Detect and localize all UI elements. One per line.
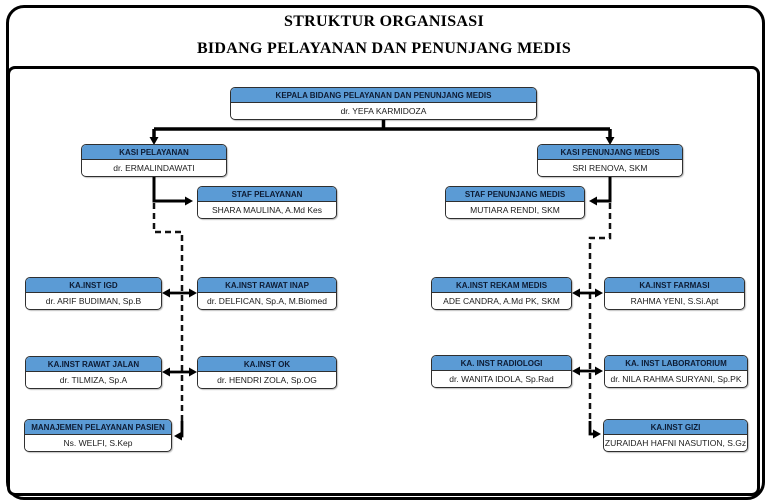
org-node-ka-inst-rekam-medis: KA.INST REKAM MEDIS ADE CANDRA, A.Md PK,… (431, 277, 572, 310)
node-person: dr. HENDRI ZOLA, Sp.OG (198, 372, 336, 387)
node-title: KA.INST RAWAT INAP (198, 278, 336, 293)
node-title: KA.INST REKAM MEDIS (432, 278, 571, 293)
node-title: STAF PELAYANAN (198, 187, 336, 202)
node-person: ZURAIDAH HAFNI NASUTION, S.Gz (604, 435, 747, 450)
node-title: KA. INST RADIOLOGI (432, 356, 571, 371)
org-node-staf-pelayanan: STAF PELAYANAN SHARA MAULINA, A.Md Kes (197, 186, 337, 219)
node-title: KA.INST FARMASI (605, 278, 744, 293)
node-person: ADE CANDRA, A.Md PK, SKM (432, 293, 571, 308)
page-title-line2: BIDANG PELAYANAN DAN PENUNJANG MEDIS (196, 40, 572, 57)
node-person: MUTIARA RENDI, SKM (446, 202, 584, 217)
node-person: Ns. WELFI, S.Kep (25, 435, 171, 450)
org-node-manajemen-pelayanan-pasien: MANAJEMEN PELAYANAN PASIEN Ns. WELFI, S.… (24, 419, 172, 452)
node-title: MANAJEMEN PELAYANAN PASIEN (25, 420, 171, 435)
node-person: SHARA MAULINA, A.Md Kes (198, 202, 336, 217)
org-node-kasi-pelayanan: KASI PELAYANAN dr. ERMALINDAWATI (81, 144, 227, 177)
node-title: KA. INST LABORATORIUM (605, 356, 747, 371)
org-node-ka-inst-gizi: KA.INST GIZI ZURAIDAH HAFNI NASUTION, S.… (603, 419, 748, 452)
org-node-ka-inst-rawat-jalan: KA.INST RAWAT JALAN dr. TILMIZA, Sp.A (25, 356, 162, 389)
org-node-ka-inst-igd: KA.INST IGD dr. ARIF BUDIMAN, Sp.B (25, 277, 162, 310)
node-title: KA.INST GIZI (604, 420, 747, 435)
page-title-line1: STRUKTUR ORGANISASI (284, 13, 484, 30)
node-person: dr. DELFICAN, Sp.A, M.Biomed (198, 293, 336, 308)
node-title: KA.INST OK (198, 357, 336, 372)
node-title: KASI PELAYANAN (82, 145, 226, 160)
org-node-ka-inst-radiologi: KA. INST RADIOLOGI dr. WANITA IDOLA, Sp.… (431, 355, 572, 388)
node-person: SRI RENOVA, SKM (538, 160, 682, 175)
node-person: dr. ERMALINDAWATI (82, 160, 226, 175)
node-title: KA.INST IGD (26, 278, 161, 293)
org-node-ka-inst-laboratorium: KA. INST LABORATORIUM dr. NILA RAHMA SUR… (604, 355, 748, 388)
org-node-kepala-bidang: KEPALA BIDANG PELAYANAN DAN PENUNJANG ME… (230, 87, 537, 120)
org-node-staf-penunjang-medis: STAF PENUNJANG MEDIS MUTIARA RENDI, SKM (445, 186, 585, 219)
node-person: dr. TILMIZA, Sp.A (26, 372, 161, 387)
node-person: RAHMA YENI, S.Si.Apt (605, 293, 744, 308)
org-node-kasi-penunjang-medis: KASI PENUNJANG MEDIS SRI RENOVA, SKM (537, 144, 683, 177)
node-title: KEPALA BIDANG PELAYANAN DAN PENUNJANG ME… (231, 88, 536, 103)
node-person: dr. WANITA IDOLA, Sp.Rad (432, 371, 571, 386)
org-node-ka-inst-farmasi: KA.INST FARMASI RAHMA YENI, S.Si.Apt (604, 277, 745, 310)
node-person: dr. YEFA KARMIDOZA (231, 103, 536, 118)
org-node-ka-inst-ok: KA.INST OK dr. HENDRI ZOLA, Sp.OG (197, 356, 337, 389)
node-person: dr. NILA RAHMA SURYANI, Sp.PK (605, 371, 747, 386)
node-title: KA.INST RAWAT JALAN (26, 357, 161, 372)
node-title: KASI PENUNJANG MEDIS (538, 145, 682, 160)
node-title: STAF PENUNJANG MEDIS (446, 187, 584, 202)
node-person: dr. ARIF BUDIMAN, Sp.B (26, 293, 161, 308)
org-node-ka-inst-rawat-inap: KA.INST RAWAT INAP dr. DELFICAN, Sp.A, M… (197, 277, 337, 310)
